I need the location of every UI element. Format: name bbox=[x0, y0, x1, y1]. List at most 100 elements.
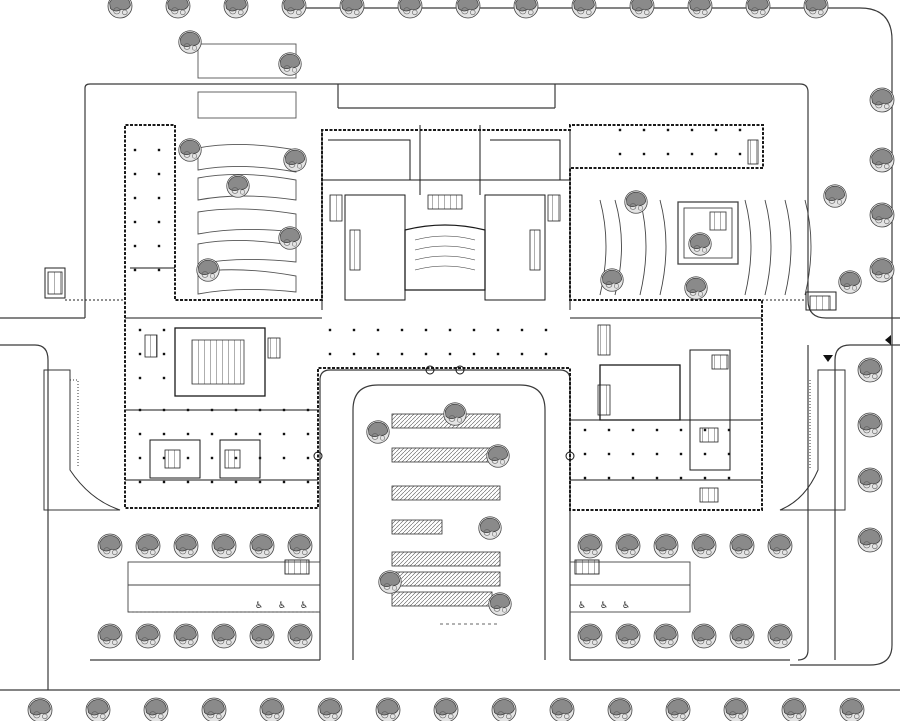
structural-column bbox=[210, 432, 214, 436]
tree-icon bbox=[665, 697, 691, 721]
structural-column bbox=[352, 352, 356, 356]
tree-icon bbox=[767, 533, 793, 559]
tree-icon bbox=[375, 697, 401, 721]
structural-column bbox=[234, 480, 238, 484]
ring-road-inner bbox=[84, 83, 900, 319]
stair-icon bbox=[699, 427, 719, 443]
tree-icon bbox=[97, 623, 123, 649]
structural-column bbox=[666, 128, 670, 132]
structural-column bbox=[133, 268, 137, 272]
structural-column bbox=[258, 480, 262, 484]
structural-column bbox=[186, 408, 190, 412]
structural-column bbox=[703, 452, 707, 456]
structural-column bbox=[138, 432, 142, 436]
tree-icon bbox=[687, 0, 713, 19]
structural-column bbox=[282, 480, 286, 484]
structural-column bbox=[157, 148, 161, 152]
tree-icon bbox=[173, 533, 199, 559]
tree-icon bbox=[259, 697, 285, 721]
structural-column bbox=[138, 480, 142, 484]
structural-column bbox=[655, 476, 659, 480]
structural-column bbox=[618, 152, 622, 156]
tree-icon bbox=[857, 527, 883, 553]
central-drive-inner bbox=[352, 384, 546, 660]
structural-column bbox=[583, 476, 587, 480]
structural-column bbox=[679, 476, 683, 480]
structural-column bbox=[376, 352, 380, 356]
structural-column bbox=[727, 476, 731, 480]
structural-column bbox=[583, 428, 587, 432]
structural-column bbox=[607, 452, 611, 456]
parking-south bbox=[127, 559, 691, 613]
structural-column bbox=[258, 456, 262, 460]
east-courtyard bbox=[599, 199, 812, 296]
tree-icon bbox=[577, 623, 603, 649]
stair-icon bbox=[144, 334, 158, 358]
stair-icon bbox=[711, 354, 729, 370]
structural-column bbox=[186, 432, 190, 436]
stair-icon bbox=[349, 229, 361, 271]
structural-column bbox=[642, 152, 646, 156]
tree-icon bbox=[196, 258, 220, 282]
stair-icon bbox=[267, 337, 281, 359]
structural-column bbox=[496, 352, 500, 356]
stair-icon bbox=[164, 449, 181, 469]
canopies bbox=[43, 369, 846, 511]
wheelchair-icon: ♿ bbox=[255, 601, 263, 611]
wheelchair-icon: ♿ bbox=[278, 601, 286, 611]
structural-column bbox=[162, 480, 166, 484]
structural-column bbox=[138, 352, 142, 356]
tree-icon bbox=[339, 0, 365, 19]
structural-column bbox=[631, 476, 635, 480]
tree-icon bbox=[173, 623, 199, 649]
structural-column bbox=[642, 128, 646, 132]
tree-icon bbox=[178, 138, 202, 162]
structural-column bbox=[655, 428, 659, 432]
structural-column bbox=[400, 352, 404, 356]
tree-icon bbox=[226, 174, 250, 198]
structural-column bbox=[133, 220, 137, 224]
tree-icon bbox=[287, 623, 313, 649]
road-network bbox=[0, 7, 900, 691]
wheelchair-icon: ♿ bbox=[600, 601, 608, 611]
tree-icon bbox=[488, 592, 512, 616]
stair-icon bbox=[224, 449, 241, 469]
stair-icon bbox=[547, 194, 561, 222]
entrance-markers bbox=[313, 335, 891, 461]
structural-column bbox=[448, 328, 452, 332]
tree-icon bbox=[378, 570, 402, 594]
stair-icon bbox=[329, 194, 343, 222]
structural-column bbox=[520, 352, 524, 356]
tree-icon bbox=[691, 623, 717, 649]
tree-icon bbox=[688, 232, 712, 256]
entrance-arrow-icon bbox=[823, 355, 833, 362]
structural-column bbox=[210, 408, 214, 412]
tree-icon bbox=[85, 697, 111, 721]
structural-column bbox=[496, 328, 500, 332]
structural-column bbox=[138, 456, 142, 460]
tree-icon bbox=[729, 533, 755, 559]
structural-column bbox=[157, 196, 161, 200]
tree-icon bbox=[278, 52, 302, 76]
tree-icon bbox=[781, 697, 807, 721]
structural-column bbox=[607, 428, 611, 432]
tree-icon bbox=[691, 533, 717, 559]
tree-icon bbox=[178, 30, 202, 54]
outer-right-lower bbox=[797, 345, 809, 661]
structural-column bbox=[352, 328, 356, 332]
stair-icon bbox=[597, 384, 611, 416]
tree-icon bbox=[653, 533, 679, 559]
tree-icon bbox=[281, 0, 307, 19]
stair-icon bbox=[597, 324, 611, 356]
stair-icon bbox=[529, 229, 541, 271]
structural-column bbox=[631, 452, 635, 456]
tree-icon bbox=[223, 0, 249, 19]
structural-column bbox=[714, 152, 718, 156]
structural-column bbox=[133, 244, 137, 248]
tree-icon bbox=[211, 623, 237, 649]
tree-icon bbox=[615, 623, 641, 649]
tree-icon bbox=[857, 412, 883, 438]
structural-column bbox=[282, 456, 286, 460]
tree-icon bbox=[478, 516, 502, 540]
